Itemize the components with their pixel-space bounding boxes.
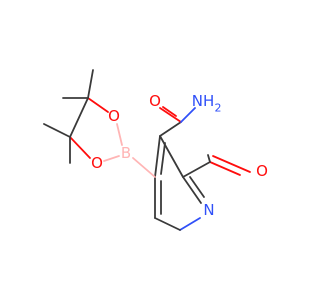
bond-aldehyde-c-h	[207, 154, 211, 163]
ring-bond-c3-c2	[159, 135, 184, 178]
boron-label: B	[121, 144, 131, 162]
amide-nh2-label: NH 2	[192, 92, 222, 115]
ring-nitrogen-label: N	[203, 201, 214, 219]
bond-o-top-quaternary-c	[87, 97, 109, 113]
bond-o-bottom-quaternary-c	[69, 136, 91, 159]
ring-bond-c2-n1	[182, 176, 202, 204]
bond-aldehyde-c-o	[209, 161, 241, 176]
amide-nh-subscript: 2	[215, 102, 222, 115]
amide-nh-text: NH	[192, 92, 215, 110]
ring-bond-c4-c3-inner	[160, 142, 166, 175]
bond-quaternary-c-c	[69, 97, 89, 138]
bond-amide-c-n	[180, 107, 196, 123]
bond-boron-o-bottom	[103, 155, 120, 162]
ring-bond-c6-c5	[154, 217, 181, 231]
boronate-oxygen-top-label: O	[108, 107, 120, 125]
bond-c2-aldehyde-carbon	[182, 161, 211, 178]
bond-c4-boron	[132, 157, 156, 178]
molecule-structure: N O NH 2 O B O O	[43, 69, 268, 231]
bond-amide-c-o	[159, 107, 182, 123]
structure-canvas: N O NH 2 O B O O	[43, 69, 268, 231]
amide-oxygen-label: O	[149, 92, 161, 110]
ring-bond-c4-c3	[154, 135, 161, 178]
bond-methyl-bottom-left	[43, 123, 71, 138]
bond-amide-c-o-double	[162, 106, 177, 117]
ring-bond-n1-c6	[179, 217, 201, 231]
aldehyde-oxygen-label: O	[256, 162, 268, 180]
ring-bond-c2-n1-inner	[189, 176, 205, 198]
bond-boron-o-top	[116, 123, 123, 146]
bond-layer	[43, 69, 251, 231]
bond-c3-amide-carbon	[159, 121, 182, 137]
atom-label-layer: N O NH 2 O B O O	[91, 92, 268, 219]
boronate-oxygen-bottom-label: O	[91, 154, 103, 172]
bond-aldehyde-c-o-double	[212, 155, 251, 173]
bond-methyl-top-up	[87, 69, 94, 99]
